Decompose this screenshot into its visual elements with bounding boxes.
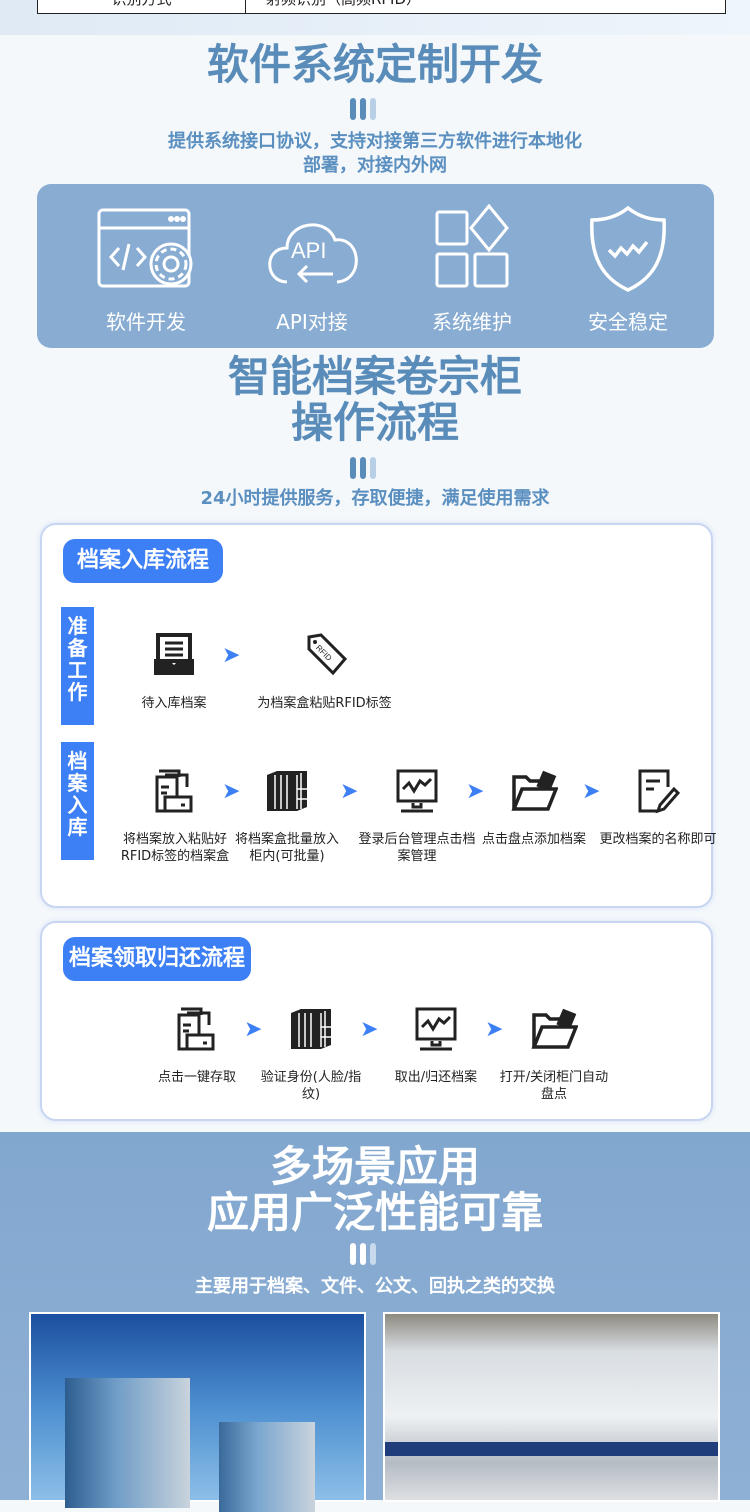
store-label: 档案入库 bbox=[61, 742, 94, 860]
arrow-right-icon: ➤ bbox=[466, 779, 485, 804]
building-tower bbox=[219, 1422, 315, 1512]
step-batch-load: 将档案盒批量放入柜内(可批量) bbox=[232, 767, 342, 865]
step-text: 将档案盒批量放入柜内(可批量) bbox=[234, 832, 339, 864]
arrow-right-icon: ➤ bbox=[340, 779, 359, 804]
step-put-in-box: 将档案放入粘贴好RFID标签的档案盒 bbox=[114, 767, 236, 865]
step-text: 打开/关闭柜门自动盘点 bbox=[499, 1070, 609, 1102]
subtitle-line: 部署，对接内外网 bbox=[303, 155, 447, 176]
feature-label: 安全稳定 bbox=[588, 310, 668, 334]
service-hall-photo bbox=[383, 1312, 720, 1502]
spec-label: 识别方式 bbox=[38, 0, 246, 13]
section-subtitle-application: 主要用于档案、文件、公文、回执之类的交换 bbox=[195, 1276, 555, 1297]
arrow-right-icon: ➤ bbox=[222, 643, 241, 668]
feature-security: 安全稳定 bbox=[563, 204, 693, 335]
api-cloud-icon: API bbox=[268, 223, 358, 284]
feature-api: API API对接 bbox=[247, 204, 377, 335]
title-line: 操作流程 bbox=[290, 398, 459, 447]
step-text: 将档案放入粘贴好RFID标签的档案盒 bbox=[120, 832, 230, 864]
subtitle-line: 提供系统接口协议，支持对接第三方软件进行本地化 bbox=[168, 131, 582, 152]
section-subtitle-process: 24小时提供服务，存取便捷，满足使用需求 bbox=[200, 488, 550, 509]
document-folder-icon bbox=[155, 769, 193, 813]
open-folder-icon bbox=[511, 770, 558, 811]
title-line: 智能档案卷宗柜 bbox=[227, 352, 522, 401]
section-subtitle-software: 提供系统接口协议，支持对接第三方软件进行本地化 部署，对接内外网 bbox=[0, 130, 750, 178]
step-text: 取出/归还档案 bbox=[394, 1070, 478, 1085]
arrow-right-icon: ➤ bbox=[244, 1017, 263, 1042]
step-text: 登录后台管理点击档案管理 bbox=[358, 832, 476, 864]
arrow-right-icon: ➤ bbox=[485, 1017, 504, 1042]
cabinet-icon bbox=[267, 771, 307, 811]
spec-value: 射频识别（高频RFID） bbox=[246, 0, 725, 13]
feature-label: 软件开发 bbox=[106, 310, 186, 334]
features-panel: 软件开发 API API对接 系统维护 安全稳定 bbox=[37, 184, 714, 348]
inbox-icon bbox=[154, 633, 194, 675]
step-text: 为档案盒粘贴RFID标签 bbox=[257, 696, 392, 711]
section-title-process: 智能档案卷宗柜 操作流程 bbox=[0, 354, 750, 446]
storage-process-card: 档案入库流程 准备工作 档案入库 待入库档案 ➤ RFID 为档案盒粘贴RFID… bbox=[40, 523, 717, 908]
step-one-click: 点击一键存取 bbox=[137, 1005, 257, 1086]
cabinet-icon bbox=[291, 1009, 331, 1049]
step-text: 更改档案的名称即可 bbox=[599, 832, 717, 847]
arrow-right-icon: ➤ bbox=[360, 1017, 379, 1042]
divider-bars-icon bbox=[350, 1243, 376, 1265]
section-title-application: 多场景应用 应用广泛性能可靠 bbox=[0, 1144, 750, 1236]
step-take-return: 取出/归还档案 bbox=[376, 1005, 496, 1086]
service-counter bbox=[385, 1442, 718, 1456]
building-tower bbox=[65, 1378, 190, 1508]
edit-icon bbox=[638, 769, 681, 814]
step-text: 待入库档案 bbox=[141, 696, 207, 711]
step-verify-identity: 验证身份(人脸/指纹) bbox=[252, 1005, 370, 1103]
step-login-admin: 登录后台管理点击档案管理 bbox=[357, 767, 477, 865]
step-open-close-door: 打开/关闭柜门自动盘点 bbox=[494, 1005, 614, 1103]
title-line: 多场景应用 bbox=[269, 1142, 480, 1191]
step-text: 点击盘点添加档案 bbox=[481, 832, 586, 847]
divider-bars-icon bbox=[350, 457, 376, 479]
step-text: 验证身份(人脸/指纹) bbox=[260, 1070, 362, 1102]
retrieval-process-card: 档案领取归还流程 点击一键存取 ➤ 验证身份(人脸/指纹) ➤ 取出/归还档案 … bbox=[40, 921, 713, 1121]
document-folder-icon bbox=[177, 1007, 215, 1051]
arrow-right-icon: ➤ bbox=[222, 779, 241, 804]
step-pending-archive: 待入库档案 bbox=[114, 631, 234, 712]
monitor-icon bbox=[396, 769, 438, 813]
prep-label: 准备工作 bbox=[61, 607, 94, 725]
arrow-right-icon: ➤ bbox=[582, 779, 601, 804]
feature-label: API对接 bbox=[276, 310, 348, 334]
feature-software-dev: 软件开发 bbox=[81, 204, 211, 335]
shield-icon bbox=[590, 205, 666, 292]
step-rfid-label: RFID 为档案盒粘贴RFID标签 bbox=[242, 631, 407, 712]
step-text: 点击一键存取 bbox=[157, 1070, 236, 1085]
open-folder-icon bbox=[531, 1008, 578, 1049]
retrieval-process-title: 档案领取归还流程 bbox=[63, 937, 252, 981]
spec-table-row: 识别方式 射频识别（高频RFID） bbox=[37, 0, 726, 14]
svg-text:API: API bbox=[291, 238, 326, 263]
step-inventory-add: 点击盘点添加档案 bbox=[474, 767, 594, 848]
rfid-tag-icon: RFID bbox=[307, 633, 347, 676]
feature-label: 系统维护 bbox=[432, 310, 512, 334]
section-title-software: 软件系统定制开发 bbox=[206, 40, 543, 89]
building-photo bbox=[29, 1312, 366, 1512]
modules-icon bbox=[435, 203, 509, 288]
divider-bars-icon bbox=[350, 98, 376, 120]
code-gear-icon bbox=[97, 208, 193, 288]
storage-process-title: 档案入库流程 bbox=[63, 539, 224, 583]
step-rename: 更改档案的名称即可 bbox=[598, 767, 718, 848]
monitor-icon bbox=[415, 1007, 457, 1051]
title-line: 应用广泛性能可靠 bbox=[206, 1188, 543, 1237]
feature-maintenance: 系统维护 bbox=[407, 203, 537, 335]
